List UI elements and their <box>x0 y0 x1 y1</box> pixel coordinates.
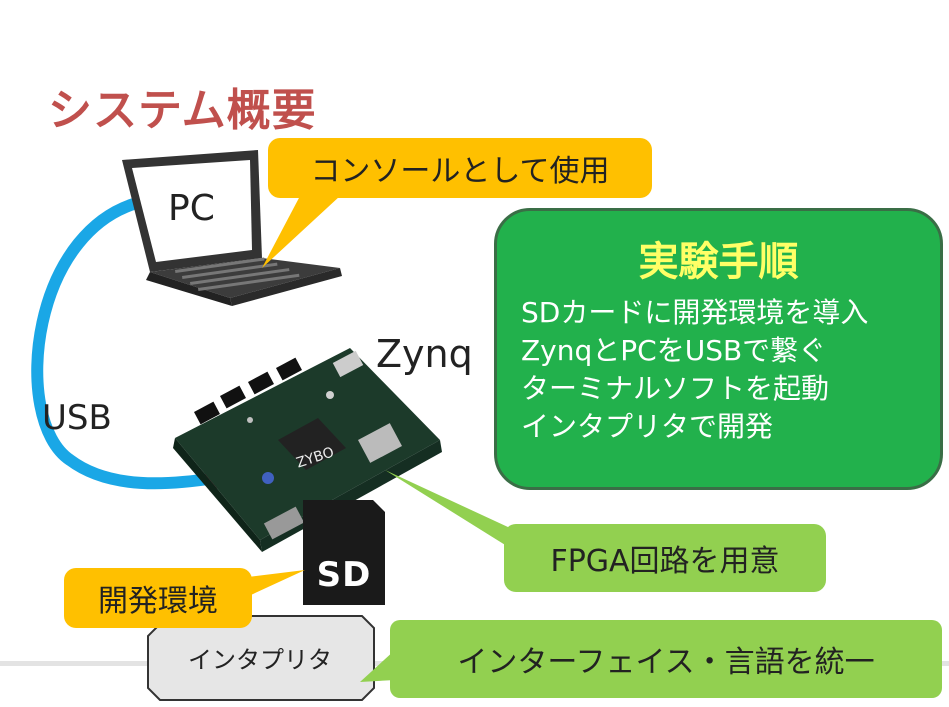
interface-callout-pointer <box>360 650 395 682</box>
fpga-callout-text: FPGA回路を用意 <box>550 544 780 579</box>
step-item: インタプリタで開発 <box>521 410 774 443</box>
console-callout-text: コンソールとして使用 <box>310 154 610 189</box>
sd-card-label: SD <box>316 555 372 595</box>
interpreter-box <box>147 615 375 701</box>
step-item: ZynqとPCをUSBで繋ぐ <box>521 334 827 367</box>
zynq-label: Zynq <box>376 332 473 376</box>
laptop-icon <box>122 150 342 306</box>
page-title: システム概要 <box>48 85 317 136</box>
fpga-callout: FPGA回路を用意 <box>504 524 826 592</box>
usb-label: USB <box>42 398 112 438</box>
interpreter-label: インタプリタ <box>188 646 332 674</box>
console-callout-pointer <box>262 196 340 268</box>
devenv-callout-text: 開発環境 <box>98 584 218 619</box>
step-item: SDカードに開発環境を導入 <box>521 296 869 329</box>
interface-callout-text: インターフェイス・言語を統一 <box>457 645 875 680</box>
steps-box: 実験手順 SDカードに開発環境を導入 ZynqとPCをUSBで繋ぐ ターミナルソ… <box>494 208 943 490</box>
usb-cable <box>31 194 221 490</box>
interface-callout: インターフェイス・言語を統一 <box>390 620 942 698</box>
console-callout: コンソールとして使用 <box>268 138 652 198</box>
sd-card-icon <box>303 500 385 605</box>
devenv-callout-pointer <box>240 570 305 600</box>
pc-label: PC <box>168 188 215 229</box>
steps-title: 実験手順 <box>638 239 799 285</box>
fpga-callout-pointer <box>385 470 510 548</box>
step-item: ターミナルソフトを起動 <box>521 372 830 405</box>
devenv-callout: 開発環境 <box>64 568 252 628</box>
